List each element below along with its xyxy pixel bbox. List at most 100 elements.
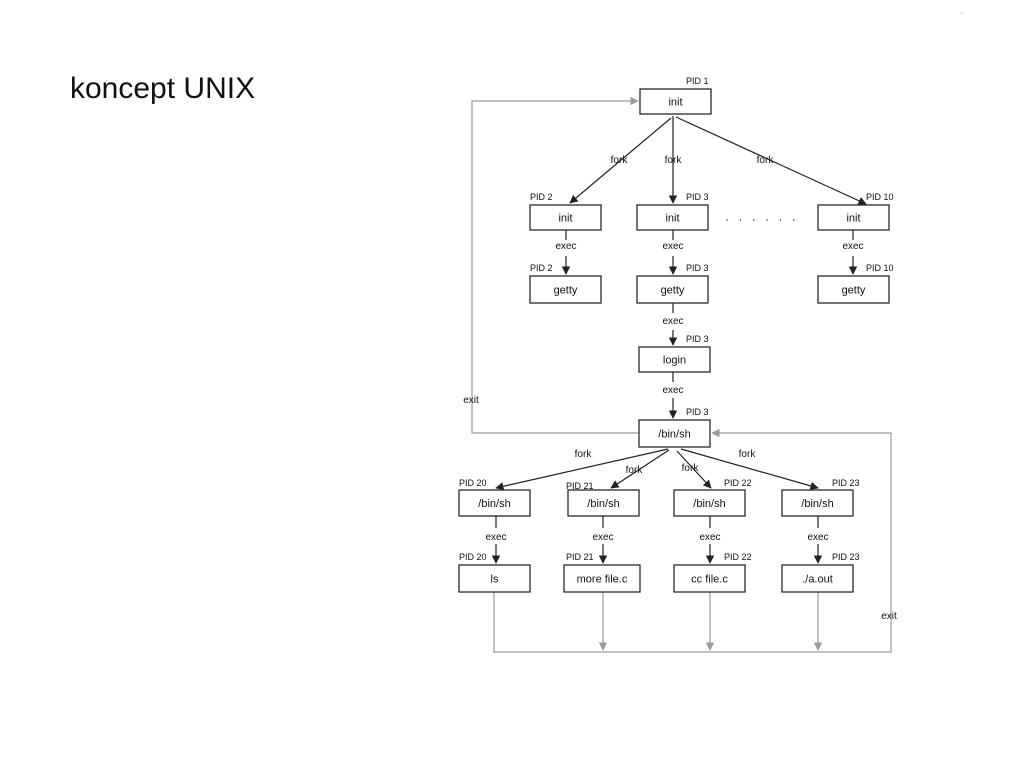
process-box — [673, 489, 746, 517]
process-box — [817, 275, 890, 304]
pid-label: PID 3 — [686, 334, 709, 344]
process-node-sh-22: /bin/sh PID 22 — [673, 478, 752, 517]
process-node-login-3: login PID 3 — [638, 334, 711, 373]
process-box — [817, 204, 890, 231]
process-node-aout-23: ./a.out PID 23 — [781, 552, 860, 593]
fork-sh-22-line — [676, 450, 712, 489]
process-label: cc file.c — [691, 574, 728, 586]
process-label: init — [558, 213, 572, 225]
edge-label-fork-init-2: fork — [611, 155, 629, 166]
process-node-getty-10: getty PID 10 — [817, 263, 894, 304]
pid-label: PID 1 — [686, 76, 709, 86]
pid-label: PID 2 — [530, 263, 553, 273]
edge-label-exec-21: exec — [592, 532, 613, 543]
process-box — [636, 275, 709, 304]
process-box — [563, 564, 641, 593]
process-box — [781, 564, 854, 593]
pid-label: PID 22 — [724, 478, 752, 488]
edge-label-exit-left: exit — [463, 395, 479, 406]
exit-left-path — [471, 96, 639, 434]
process-label: login — [663, 355, 686, 367]
pid-label: PID 23 — [832, 552, 860, 562]
process-node-init-10: init PID 10 — [817, 192, 894, 231]
fork-init-10-line — [675, 116, 867, 205]
process-box — [636, 204, 709, 231]
edge-label-exec-2: exec — [555, 241, 576, 252]
fork-sh-21-line — [610, 449, 670, 489]
process-node-getty-3: getty PID 3 — [636, 263, 709, 304]
process-box — [673, 564, 746, 593]
exit-bus-path — [493, 428, 892, 653]
process-box — [458, 564, 531, 593]
process-label: /bin/sh — [587, 498, 619, 510]
labels-layer: fork fork fork exec exec exec exec exec fork fork… — [463, 155, 897, 622]
pid-label: PID 3 — [686, 407, 709, 417]
pid-label: PID 20 — [459, 552, 487, 562]
pid-label: PID 21 — [566, 481, 594, 491]
process-label: /bin/sh — [658, 429, 690, 441]
pid-label: PID 10 — [866, 192, 894, 202]
process-label: getty — [661, 285, 685, 297]
process-node-more-21: more file.c PID 21 — [563, 552, 641, 593]
process-node-sh-21: /bin/sh PID 21 — [566, 481, 640, 517]
process-label: getty — [842, 285, 866, 297]
process-label: getty — [554, 285, 578, 297]
process-box — [638, 419, 711, 448]
process-box — [529, 204, 602, 231]
edge-label-fork-sh-20: fork — [575, 449, 593, 460]
process-node-cc-22: cc file.c PID 22 — [673, 552, 752, 593]
ellipsis: · · · · · · — [725, 212, 799, 226]
process-node-init-2: init PID 2 — [529, 192, 602, 231]
process-box — [529, 275, 602, 304]
process-label: /bin/sh — [478, 498, 510, 510]
slide-title: koncept UNIX — [70, 72, 256, 105]
edge-label-exec-3a: exec — [662, 241, 683, 252]
edge-label-exit-right: exit — [881, 611, 897, 622]
fork-sh-20-line — [495, 448, 669, 491]
pid-label: PID 2 — [530, 192, 553, 202]
pid-label: PID 3 — [686, 192, 709, 202]
process-box — [567, 489, 640, 517]
process-node-sh-3: /bin/sh PID 3 — [638, 407, 711, 448]
process-node-sh-20: /bin/sh PID 20 — [458, 478, 531, 517]
pid-label: PID 22 — [724, 552, 752, 562]
fork-sh-23-line — [680, 448, 819, 490]
process-label: more file.c — [577, 574, 628, 586]
process-label: /bin/sh — [693, 498, 725, 510]
process-node-init-1: init PID 1 — [639, 76, 712, 115]
process-label: ls — [491, 574, 499, 586]
process-box — [639, 88, 712, 115]
edge-label-exec-10: exec — [842, 241, 863, 252]
edge-label-fork-sh-23: fork — [739, 449, 757, 460]
pid-label: PID 3 — [686, 263, 709, 273]
process-node-getty-2: getty PID 2 — [529, 263, 602, 304]
edge-label-fork-init-3: fork — [665, 155, 683, 166]
process-box — [638, 346, 711, 373]
process-node-sh-23: /bin/sh PID 23 — [781, 478, 860, 517]
process-label: init — [668, 97, 682, 109]
edge-label-exec-3c: exec — [662, 385, 683, 396]
edge-label-exec-3b: exec — [662, 316, 683, 327]
edge-label-fork-sh-22: fork — [682, 463, 700, 474]
fork-init-2-line — [569, 117, 672, 204]
process-label: ./a.out — [802, 574, 833, 586]
process-label: init — [846, 213, 860, 225]
corner-mark: - — [960, 8, 964, 19]
process-box — [458, 489, 531, 517]
edge-label-fork-sh-21: fork — [626, 465, 644, 476]
edge-label-exec-23: exec — [807, 532, 828, 543]
process-label: /bin/sh — [801, 498, 833, 510]
edges-layer — [471, 96, 892, 653]
process-label: init — [665, 213, 679, 225]
process-node-init-3: init PID 3 — [636, 192, 709, 231]
edge-label-exec-22: exec — [699, 532, 720, 543]
pid-label: PID 10 — [866, 263, 894, 273]
process-node-ls-20: ls PID 20 — [458, 552, 531, 593]
edge-label-fork-init-10: fork — [757, 155, 775, 166]
process-box — [781, 489, 854, 517]
pid-label: PID 20 — [459, 478, 487, 488]
pid-label: PID 21 — [566, 552, 594, 562]
pid-label: PID 23 — [832, 478, 860, 488]
